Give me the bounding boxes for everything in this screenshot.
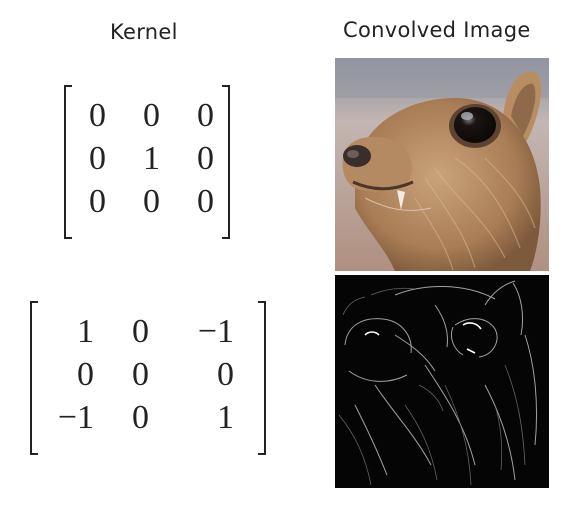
matrix-brackets	[30, 301, 266, 455]
kernel-column-header: Kernel	[110, 20, 178, 44]
matrix-cell: 0	[143, 97, 160, 134]
matrix-cell: 1	[217, 399, 234, 436]
matrix-cell: 0	[197, 183, 214, 220]
matrix-cell: −1	[197, 313, 234, 350]
matrix-brackets	[64, 85, 230, 239]
convolved-image-identity	[335, 58, 549, 271]
matrix-cell: 0	[197, 140, 214, 177]
convolved-image-column-header: Convolved Image	[343, 18, 531, 42]
matrix-cell: 0	[89, 97, 106, 134]
matrix-cell: 0	[143, 183, 160, 220]
convolved-image-edge-detection	[335, 275, 549, 488]
matrix-cell: 0	[197, 97, 214, 134]
matrix-cell: 0	[89, 183, 106, 220]
matrix-cell: 0	[132, 399, 149, 436]
matrix-cell: 0	[89, 140, 106, 177]
matrix-cell: 0	[132, 356, 149, 393]
matrix-cell: 1	[143, 140, 160, 177]
matrix-cell: 1	[77, 313, 94, 350]
matrix-cell: 0	[217, 356, 234, 393]
matrix-cell: −1	[57, 399, 94, 436]
edge-kernel-matrix: 1 0 −1 0 0 0 −1 0 1	[28, 300, 268, 456]
identity-kernel-matrix: 0 0 0 0 1 0 0 0 0	[62, 84, 232, 240]
matrix-cell: 0	[132, 313, 149, 350]
matrix-cell: 0	[77, 356, 94, 393]
